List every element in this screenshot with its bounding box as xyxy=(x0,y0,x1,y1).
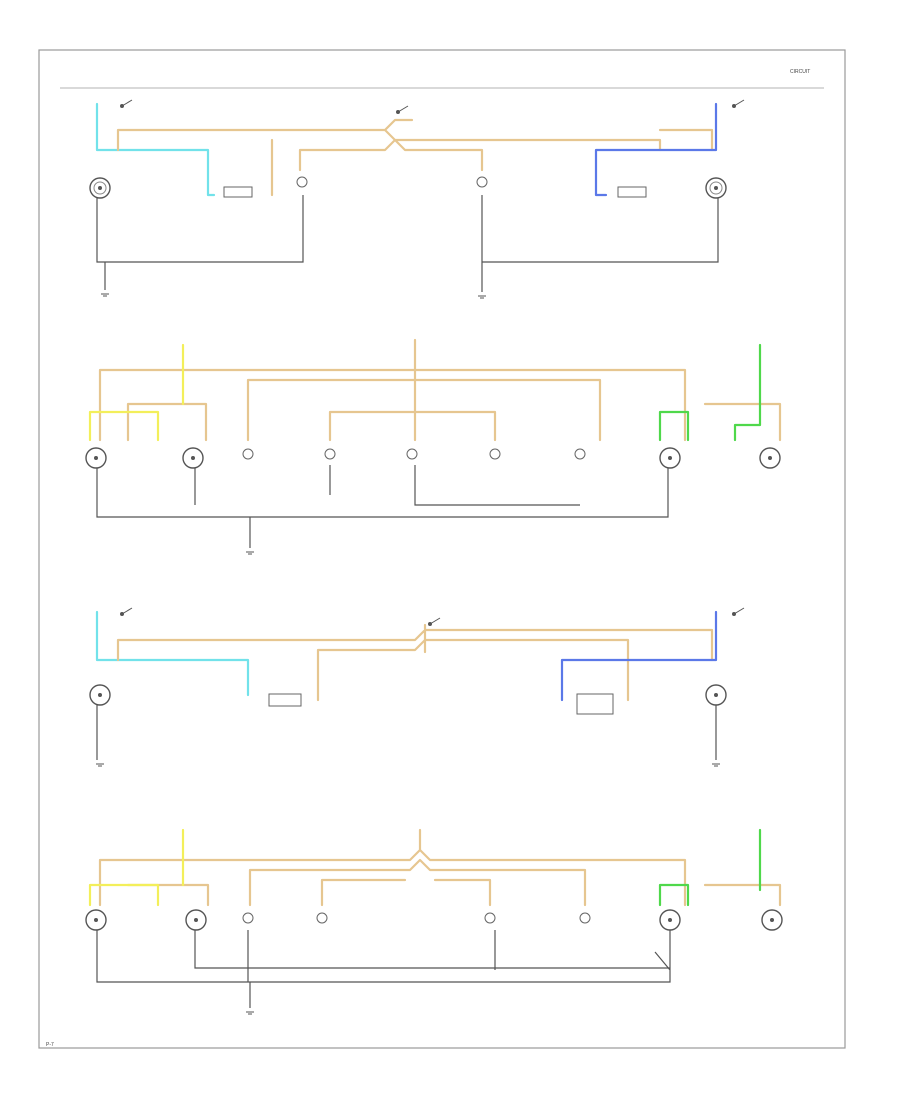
switch-icon xyxy=(732,99,745,108)
wire-yellow-left xyxy=(88,343,185,442)
bulb-icon xyxy=(489,448,501,460)
bulb-icon xyxy=(242,912,254,924)
bulb-icon xyxy=(576,693,614,715)
wire-blue-right xyxy=(594,102,718,197)
wire-ground-rear-4 xyxy=(96,930,671,1008)
wire-ground-left xyxy=(96,195,304,290)
switch-icon xyxy=(120,99,133,108)
wire-yellow-left-4 xyxy=(88,828,185,907)
wire-ground-right xyxy=(481,195,719,292)
headlamp-icon xyxy=(185,909,207,931)
ground-icon xyxy=(96,763,104,767)
bulb-icon xyxy=(406,448,418,460)
wire-ground-rear xyxy=(96,465,669,548)
ground-icon xyxy=(478,295,486,299)
headlamp-icon xyxy=(85,447,107,469)
headlamp-icon xyxy=(659,909,681,931)
headlamp-icon xyxy=(759,447,781,469)
ground-icon xyxy=(712,763,720,767)
bulb-icon xyxy=(316,912,328,924)
headlamp-icon xyxy=(659,447,681,469)
wire-tan-bus-4 xyxy=(98,828,782,907)
headlamp-icon xyxy=(705,684,727,706)
wire-tan-bus-2 xyxy=(98,338,782,442)
bulb-icon xyxy=(617,186,647,198)
switch-icon xyxy=(396,105,409,114)
diagram-block-1 xyxy=(89,99,745,299)
wire-ground-3 xyxy=(96,700,717,760)
switch-icon xyxy=(732,607,745,616)
wire-green-right xyxy=(658,343,762,442)
wire-tan-main xyxy=(116,118,714,197)
ground-icon xyxy=(246,551,254,555)
bulb-icon xyxy=(476,176,488,188)
wire-tan-main-3 xyxy=(116,623,714,702)
wire-green-right-4 xyxy=(658,828,762,907)
headlamp-icon xyxy=(85,909,107,931)
bulb-icon xyxy=(324,448,336,460)
bulb-icon xyxy=(268,693,302,707)
wire-cyan-left-3 xyxy=(95,610,250,697)
ground-icon xyxy=(101,293,109,297)
headlamp-icon xyxy=(705,177,727,199)
diagram-frame xyxy=(38,49,846,1049)
headlamp-icon xyxy=(89,177,111,199)
diagram-block-3 xyxy=(89,607,745,767)
wire-blue-right-3 xyxy=(560,610,718,702)
headlamp-icon xyxy=(182,447,204,469)
bulb-icon xyxy=(242,448,254,460)
corner-label: CIRCUIT xyxy=(790,69,810,75)
bulb-icon xyxy=(484,912,496,924)
bulb-icon xyxy=(574,448,586,460)
wire-cyan-left xyxy=(95,102,216,197)
diagram-block-4 xyxy=(85,828,783,1015)
diagram-block-2 xyxy=(85,338,782,555)
headlamp-icon xyxy=(761,909,783,931)
bulb-icon xyxy=(296,176,308,188)
switch-icon xyxy=(428,617,441,626)
page-ref: P-7 xyxy=(46,1042,54,1048)
switch-icon xyxy=(120,607,133,616)
ground-icon xyxy=(246,1011,254,1015)
headlamp-icon xyxy=(89,684,111,706)
bulb-icon xyxy=(223,186,253,198)
bulb-icon xyxy=(579,912,591,924)
